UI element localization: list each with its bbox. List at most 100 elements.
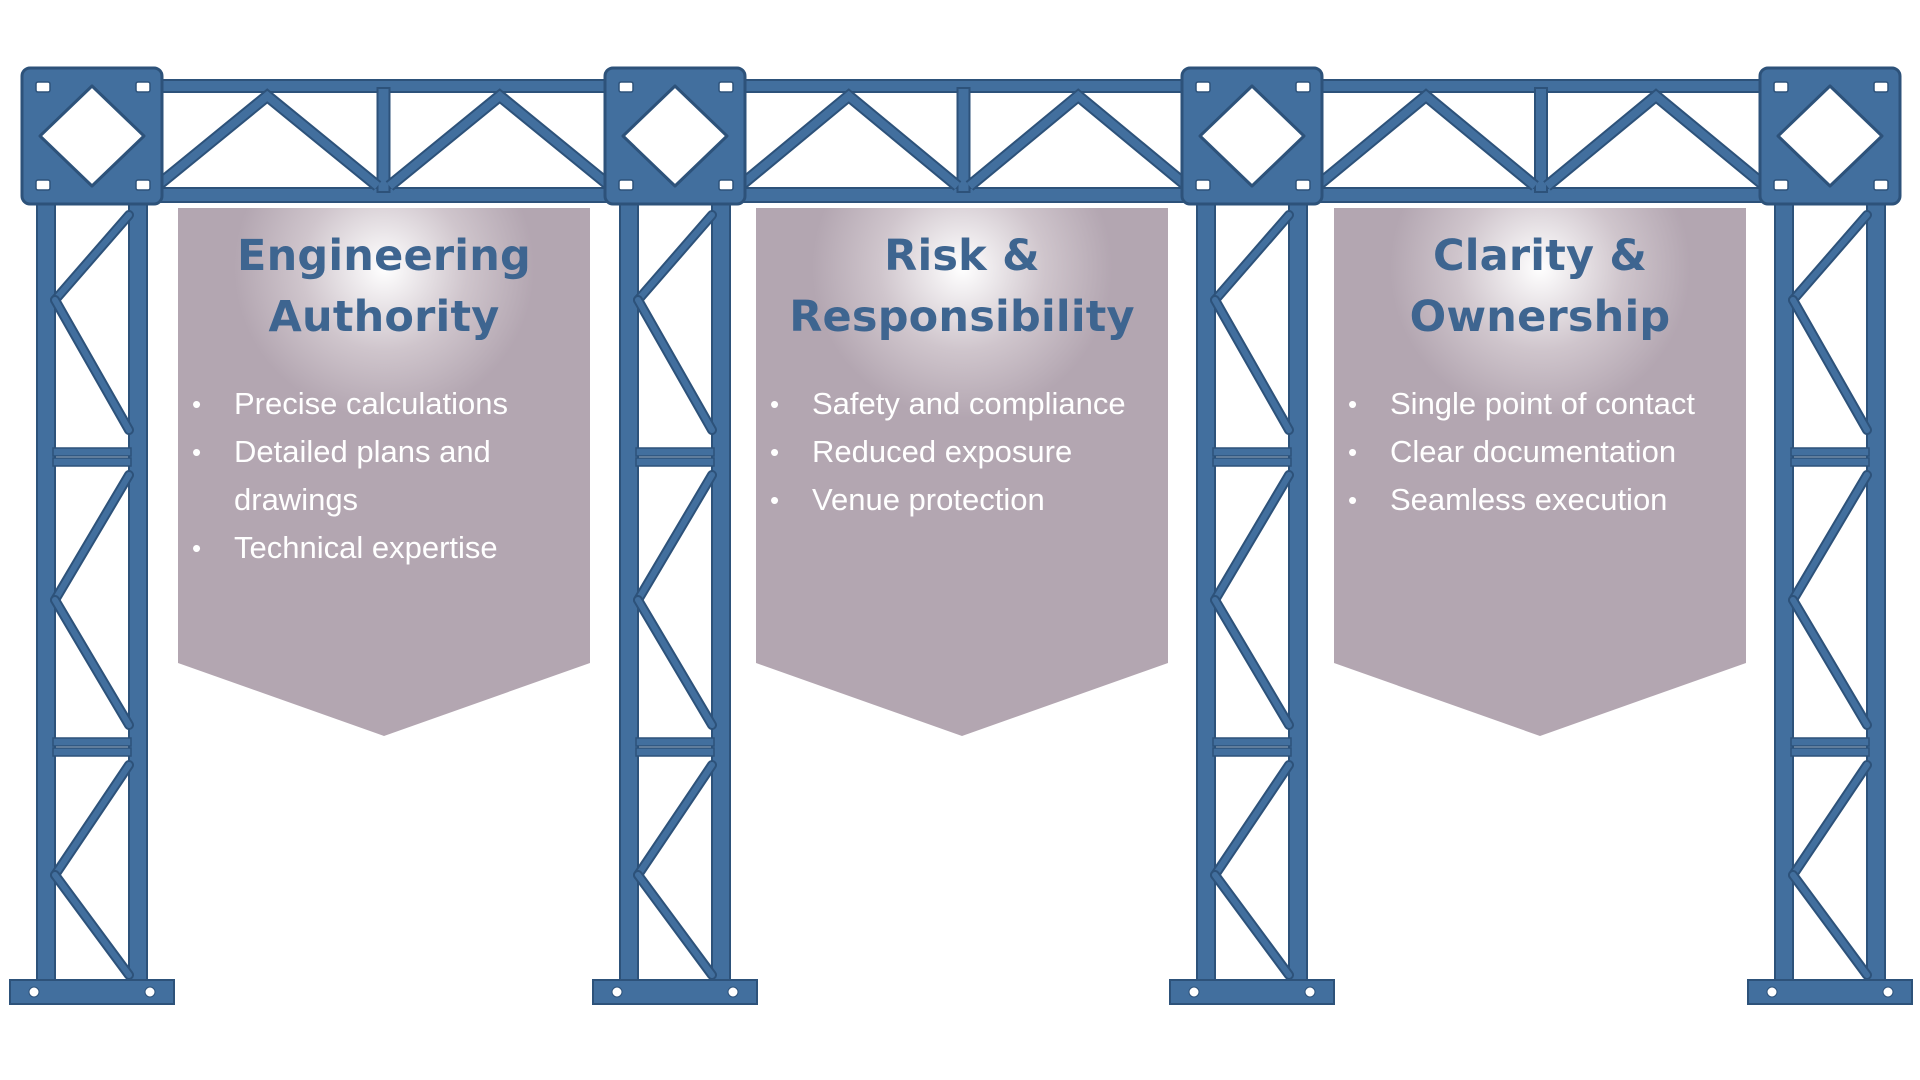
- base-bolt: [611, 986, 623, 998]
- post-crossbar: [52, 447, 132, 457]
- column-title-line: Engineering: [237, 231, 531, 281]
- post-crossbar: [635, 457, 715, 467]
- banner-engineering-authority: Engineering Authority Precise calculatio…: [178, 208, 590, 736]
- bullet-item: Venue protection: [770, 476, 1168, 524]
- base-plate: [9, 979, 175, 1005]
- post-crossbar: [635, 447, 715, 457]
- post-diagonal: [52, 472, 132, 603]
- post-diagonal: [635, 872, 715, 978]
- post-diagonal: [635, 597, 715, 728]
- base-bolt: [1304, 986, 1316, 998]
- beam-diagonal: [1313, 88, 1539, 191]
- post-crossbar: [1790, 737, 1870, 747]
- bullet-item: Detailed plans and drawings: [192, 428, 590, 524]
- post-crossbar: [52, 737, 132, 747]
- corner-bolt-slot: [35, 179, 51, 191]
- post-diagonal: [1212, 472, 1292, 603]
- post-diagonal: [52, 872, 132, 978]
- corner-bolt-slot: [1873, 179, 1889, 191]
- post-crossbar: [52, 747, 132, 757]
- beam-vertical: [376, 87, 391, 193]
- post-diagonal: [1790, 872, 1870, 978]
- column-title-line: Ownership: [1409, 292, 1671, 342]
- base-bolt: [1766, 986, 1778, 998]
- corner-block-cutout: [1198, 84, 1306, 188]
- beam-diagonal: [385, 88, 614, 191]
- post-crossbar: [635, 737, 715, 747]
- corner-bolt-slot: [1773, 179, 1789, 191]
- post-diagonal: [1212, 297, 1292, 433]
- corner-block-cutout: [38, 84, 146, 188]
- post-crossbar: [1790, 447, 1870, 457]
- corner-bolt-slot: [1873, 81, 1889, 93]
- post-diagonal: [1212, 762, 1292, 878]
- base-bolt: [727, 986, 739, 998]
- bullet-item: Technical expertise: [192, 524, 590, 572]
- corner-bolt-slot: [1295, 81, 1311, 93]
- beam-diagonal: [966, 90, 1190, 190]
- banner-risk-responsibility: Risk & Responsibility Safety and complia…: [756, 208, 1168, 736]
- post-diagonal: [1790, 597, 1870, 728]
- post-diagonal: [52, 597, 132, 728]
- beam-diagonal: [965, 88, 1191, 191]
- post-diagonal: [635, 762, 715, 878]
- beam-diagonal: [736, 88, 962, 191]
- corner-bolt-slot: [1195, 179, 1211, 191]
- post-diagonal: [52, 762, 132, 878]
- base-bolt: [1882, 986, 1894, 998]
- bullet-item: Seamless execution: [1348, 476, 1746, 524]
- beam-diagonal: [154, 90, 381, 190]
- bullet-list: Safety and compliance Reduced exposure V…: [756, 380, 1168, 524]
- banner-clarity-ownership: Clarity & Ownership Single point of cont…: [1334, 208, 1746, 736]
- post-diagonal: [635, 472, 715, 603]
- post-leg: [1288, 199, 1308, 991]
- post-crossbar: [635, 747, 715, 757]
- bullet-list: Precise calculations Detailed plans and …: [178, 380, 590, 572]
- post-crossbar: [1790, 747, 1870, 757]
- post-crossbar: [1212, 737, 1292, 747]
- bullet-item: Clear documentation: [1348, 428, 1746, 476]
- beam-diagonal: [153, 88, 382, 191]
- post-diagonal: [635, 212, 715, 303]
- corner-bolt-slot: [1295, 179, 1311, 191]
- column-title: Clarity & Ownership: [1334, 208, 1746, 348]
- corner-bolt-slot: [135, 81, 151, 93]
- post-diagonal: [1212, 872, 1292, 978]
- column-title-line: Risk &: [884, 231, 1040, 281]
- beam-diagonal: [1543, 88, 1769, 191]
- post-crossbar: [1212, 457, 1292, 467]
- post-diagonal: [1790, 212, 1870, 303]
- beam-diagonal: [1544, 90, 1768, 190]
- corner-bolt-slot: [718, 81, 734, 93]
- base-bolt: [144, 986, 156, 998]
- base-bolt: [1188, 986, 1200, 998]
- beam-diagonal: [386, 90, 613, 190]
- post-crossbar: [1212, 747, 1292, 757]
- post-diagonal: [52, 212, 132, 303]
- beam-vertical: [956, 87, 971, 193]
- post-diagonal: [52, 297, 132, 433]
- bullet-item: Precise calculations: [192, 380, 590, 428]
- column-title-line: Clarity &: [1432, 231, 1648, 281]
- beam-vertical: [1534, 87, 1548, 193]
- post-diagonal: [1790, 762, 1870, 878]
- corner-bolt-slot: [718, 179, 734, 191]
- bullet-list: Single point of contact Clear documentat…: [1334, 380, 1746, 524]
- bullet-item: Reduced exposure: [770, 428, 1168, 476]
- column-title-line: Authority: [268, 292, 500, 342]
- bullet-item: Single point of contact: [1348, 380, 1746, 428]
- corner-block-cutout: [621, 84, 729, 188]
- post-diagonal: [1212, 212, 1292, 303]
- base-bolt: [28, 986, 40, 998]
- post-diagonal: [1790, 472, 1870, 603]
- column-title: Engineering Authority: [178, 208, 590, 348]
- post-leg: [1866, 199, 1886, 991]
- corner-bolt-slot: [135, 179, 151, 191]
- beam-diagonal: [1314, 90, 1538, 190]
- post-crossbar: [1790, 457, 1870, 467]
- corner-bolt-slot: [1773, 81, 1789, 93]
- post-leg: [128, 199, 148, 991]
- corner-block-cutout: [1776, 84, 1884, 188]
- beam-diagonal: [737, 90, 961, 190]
- post-diagonal: [1212, 597, 1292, 728]
